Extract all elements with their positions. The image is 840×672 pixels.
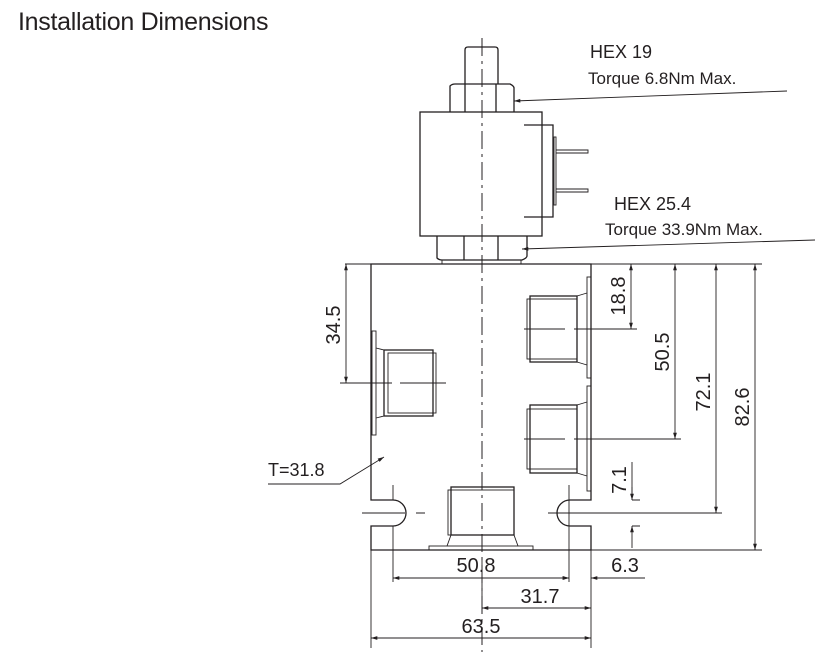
valve-body (361, 263, 722, 551)
page-title: Installation Dimensions (18, 8, 269, 36)
thickness-label: T=31.8 (268, 460, 325, 480)
dim-82-6: 82.6 (732, 388, 754, 427)
upper-nut-hex: HEX 19 (590, 42, 652, 62)
stud (464, 46, 499, 84)
upper-nut (449, 83, 515, 112)
dim-50-5: 50.5 (652, 333, 674, 372)
dim-72-1: 72.1 (693, 373, 715, 412)
lower-nut-hex: HEX 25.4 (614, 194, 691, 214)
dim-50-8: 50.8 (457, 555, 496, 577)
dim-63-5: 63.5 (462, 616, 501, 638)
upper-nut-leader (513, 90, 788, 103)
dim-6-3: 6.3 (611, 555, 639, 577)
lower-nut-leader (521, 239, 816, 251)
coil (419, 111, 543, 237)
solenoid-assembly (419, 46, 589, 265)
dim-18-8: 18.8 (608, 277, 630, 316)
thickness-leader (268, 456, 385, 485)
lower-nut-torque: Torque 33.9Nm Max. (605, 220, 763, 239)
dim-31-7: 31.7 (521, 586, 560, 608)
connector-pins (556, 149, 589, 193)
upper-nut-torque: Torque 6.8Nm Max. (588, 69, 736, 88)
dim-34-5: 34.5 (323, 306, 345, 345)
connector (524, 124, 554, 218)
dimension-lines (344, 264, 757, 640)
dim-7-1: 7.1 (609, 466, 631, 494)
